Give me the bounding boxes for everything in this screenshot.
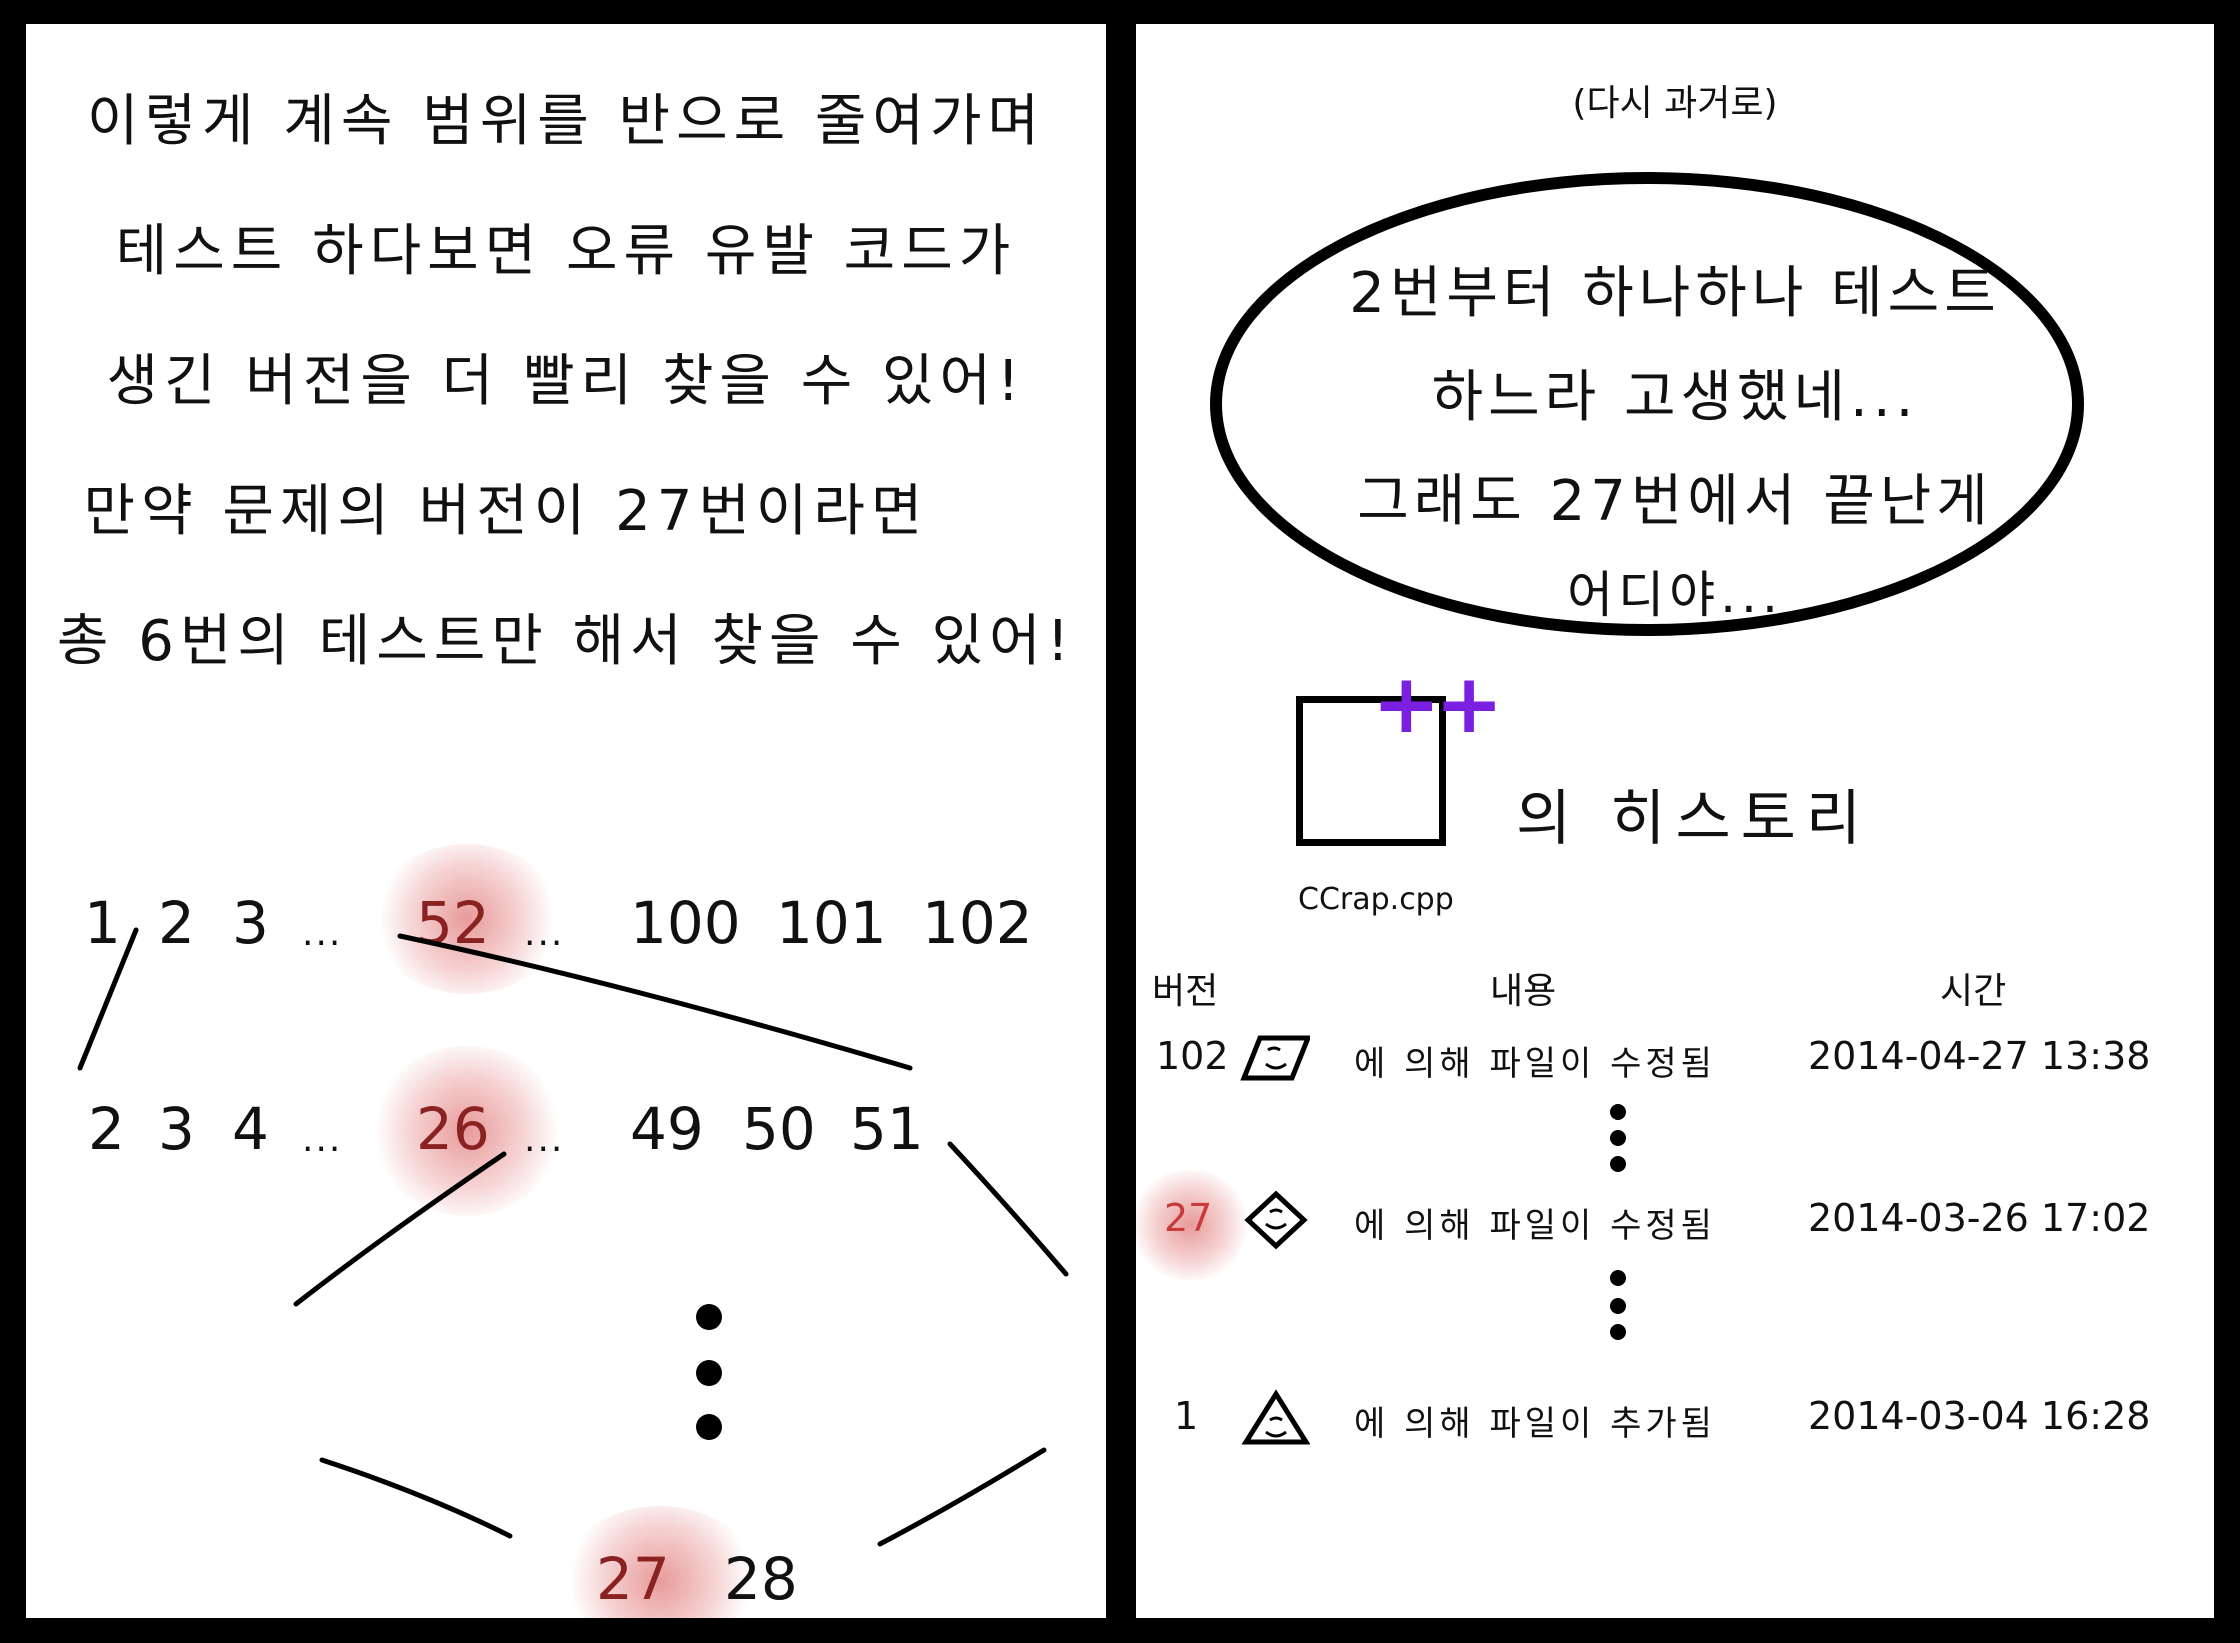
highlight-26 [372,1046,562,1216]
vertical-dot [696,1304,722,1330]
history-title: 의 히스토리 [1516,784,1872,854]
parallelogram-face-icon [1240,1035,1310,1081]
vertical-dot [1610,1104,1626,1120]
narration-line: 테스트 하다보면 오류 유발 코드가 [115,219,1017,284]
bubble-text-line: 2번부터 하나하나 테스트 [1349,261,2001,326]
bubble-text-line: 그래도 27번에서 끝난게 [1357,469,1993,534]
history-description: 에 의해 파일이 수정됨 [1354,1206,1716,1246]
history-row: 27 에 의해 파일이 수정됨 2014-03-26 17:02 [1136,1190,2214,1250]
vertical-dot [696,1360,722,1386]
range-connector-lines [77,927,1069,1547]
version-number: 102 [922,889,1033,957]
history-time: 2014-03-26 17:02 [1808,1196,2151,1240]
version-number: 49 [630,1095,704,1163]
history-description: 에 의해 파일이 추가됨 [1354,1404,1716,1444]
highlight-27 [560,1506,760,1618]
column-header-version: 버전 [1152,971,1219,1012]
version-number: 1 [84,889,121,957]
history-time: 2014-04-27 13:38 [1808,1034,2151,1078]
ellipsis: ... [302,913,343,954]
version-number: 100 [630,889,741,957]
left-panel: 이렇게 계속 범위를 반으로 줄여가며 테스트 하다보면 오류 유발 코드가 생… [26,24,1106,1618]
version-number: 3 [232,889,269,957]
history-version: 102 [1156,1034,1229,1078]
column-header-time: 시간 [1940,971,2007,1012]
bubble-text-line: 하느라 고생했네... [1431,365,1919,430]
version-row-3: 27 28 [26,1550,1106,1618]
narration-line: 만약 문제의 버전이 27번이라면 [83,479,929,544]
narration-line: 이렇게 계속 범위를 반으로 줄여가며 [86,89,1045,154]
highlight-27 [1136,1170,1250,1280]
vertical-dot [1610,1270,1626,1286]
version-number: 2 [88,1095,125,1163]
connector-line [293,1151,507,1307]
connector-line [319,1457,513,1539]
column-header-content: 내용 [1490,971,1557,1012]
cpp-plus-badge: ++ [1372,657,1503,752]
narration-line: 총 6번의 테스트만 해서 찾을 수 있어! [56,609,1076,674]
vertical-dot [1610,1156,1626,1172]
version-number: 101 [776,889,887,957]
version-number: 3 [158,1095,195,1163]
bubble-text-line: 어디야... [1567,566,1783,624]
file-icon [1296,696,1446,846]
ellipsis: ... [524,1119,565,1160]
connector-line [397,933,913,1071]
version-row-1: 1 2 3 ... 52 ... 100 101 102 [26,894,1106,964]
right-panel: (다시 과거로) 2번부터 하나하나 테스트 하느라 고생했네... 그래도 2… [1136,24,2214,1618]
version-row-2: 2 3 4 ... 26 ... 49 50 51 [26,1100,1106,1170]
triangle-face-icon [1241,1389,1310,1445]
vertical-dot [1610,1130,1626,1146]
ellipsis: ... [302,1119,343,1160]
connector-line [947,1141,1069,1277]
version-number: 2 [158,889,195,957]
history-description: 에 의해 파일이 수정됨 [1354,1044,1716,1084]
version-number: 50 [742,1095,816,1163]
diamond-face-icon [1244,1190,1308,1250]
file-name: CCrap.cpp [1298,882,1454,917]
vertical-dot [1610,1324,1626,1340]
history-row: 1 에 의해 파일이 추가됨 2014-03-04 16:28 [1136,1388,2214,1448]
version-number: 51 [850,1095,924,1163]
version-number: 28 [724,1545,798,1613]
ellipsis: ... [524,913,565,954]
narration-line: 생긴 버전을 더 빨리 찾을 수 있어! [106,349,1026,414]
history-time: 2014-03-04 16:28 [1808,1394,2151,1438]
history-version: 1 [1174,1394,1199,1438]
version-number: 4 [232,1095,269,1163]
history-row: 102 에 의해 파일이 수정됨 2014-04-27 13:38 [1136,1028,2214,1088]
connector-line [77,927,139,1071]
connector-line [877,1447,1047,1547]
version-number-highlighted: 26 [416,1095,490,1163]
vertical-dot [1610,1298,1626,1314]
highlight-52 [372,844,562,994]
vertical-dot [696,1414,722,1440]
history-version: 27 [1164,1196,1213,1240]
flashback-caption: (다시 과거로) [1572,83,1778,124]
version-number-highlighted: 27 [596,1545,670,1613]
